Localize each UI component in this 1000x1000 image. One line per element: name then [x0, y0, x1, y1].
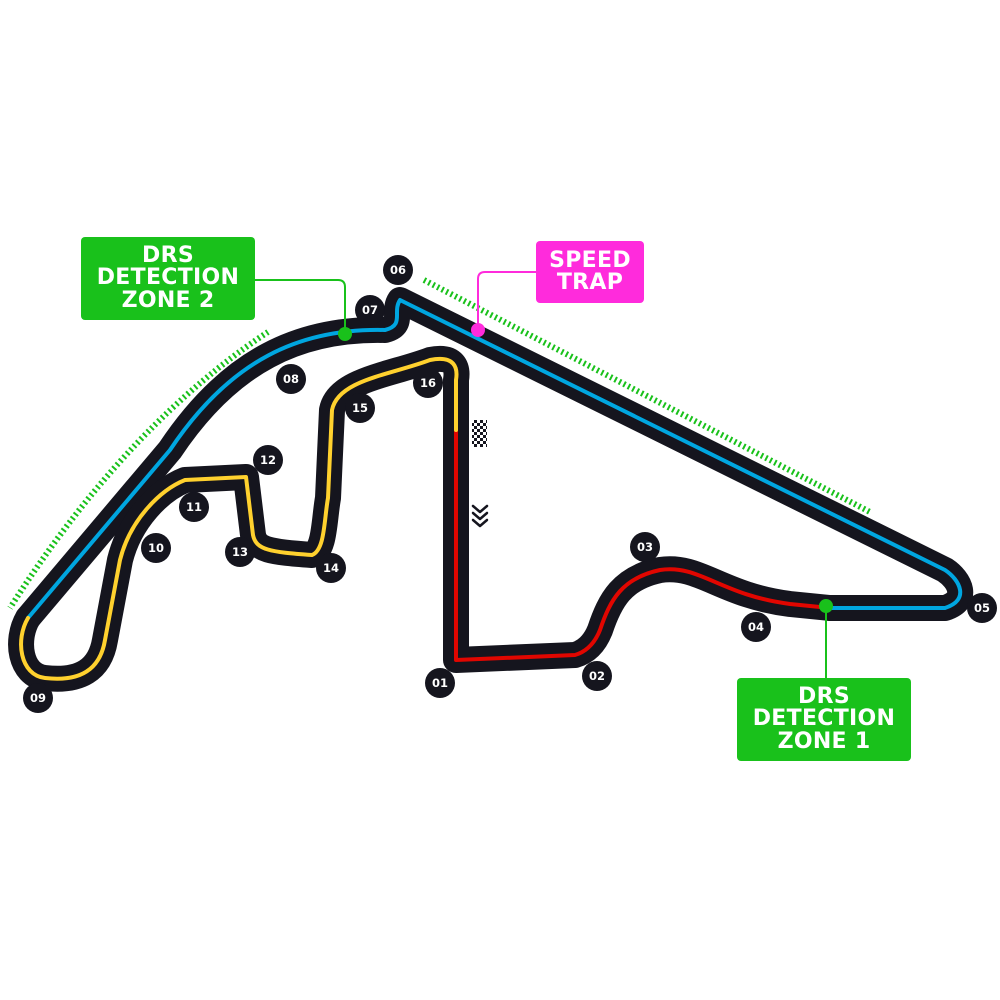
track-outline-sector3 — [8, 345, 470, 692]
corner-01-marker: 01 — [425, 668, 455, 698]
drs-detection-zone-1-label: DRS DETECTION ZONE 1 — [737, 678, 911, 761]
corner-05-marker: 05 — [967, 593, 997, 623]
drs2-label-line-2: DETECTION — [96, 265, 240, 291]
corner-10-marker: 10 — [141, 533, 171, 563]
corner-12-marker: 12 — [253, 445, 283, 475]
drs2-label-line-1: DRS — [142, 242, 194, 268]
drs-detection-zone-2-label: DRS DETECTION ZONE 2 — [81, 237, 255, 320]
track-sectors-group — [19, 298, 963, 681]
drs1-label-line-1: DRS — [798, 683, 850, 709]
corner-08-marker: 08 — [276, 364, 306, 394]
speed-trap-leader-line — [477, 271, 536, 330]
corner-07-marker: 07 — [355, 295, 385, 325]
speed-trap-label-line-2: TRAP — [556, 270, 624, 295]
chevron-down-icon — [471, 504, 489, 528]
sector-1-line — [454, 428, 832, 662]
track-outline-group — [8, 287, 974, 692]
corner-13-marker: 13 — [225, 537, 255, 567]
speed-trap-label-line-1: SPEED — [549, 247, 631, 273]
drs2-leader-line — [255, 279, 346, 334]
corner-03-marker: 03 — [630, 532, 660, 562]
corner-09-marker: 09 — [23, 683, 53, 713]
drs1-label-line-3: ZONE 1 — [777, 728, 871, 754]
corner-14-marker: 14 — [316, 553, 346, 583]
drs2-detection-point — [338, 327, 352, 341]
drs1-detection-point — [819, 599, 833, 613]
corner-15-marker: 15 — [345, 393, 375, 423]
checkered-flag-icon — [472, 420, 487, 447]
corner-06-marker: 06 — [383, 255, 413, 285]
sector-2-line — [26, 298, 963, 620]
drs1-label-line-2: DETECTION — [752, 706, 896, 732]
drs-zones-group — [7, 277, 872, 610]
drs-zone-marker-1 — [422, 277, 872, 515]
drs-zone-marker-2 — [7, 329, 270, 610]
sector-3-line — [19, 356, 459, 681]
drs2-label-line-3: ZONE 2 — [121, 287, 215, 313]
speed-trap-point — [471, 323, 485, 337]
corner-04-marker: 04 — [741, 612, 771, 642]
speed-trap-label: SPEED TRAP — [536, 241, 644, 303]
annotation-leaders-group — [255, 271, 827, 678]
corner-16-marker: 16 — [413, 368, 443, 398]
corner-02-marker: 02 — [582, 661, 612, 691]
corner-11-marker: 11 — [179, 492, 209, 522]
